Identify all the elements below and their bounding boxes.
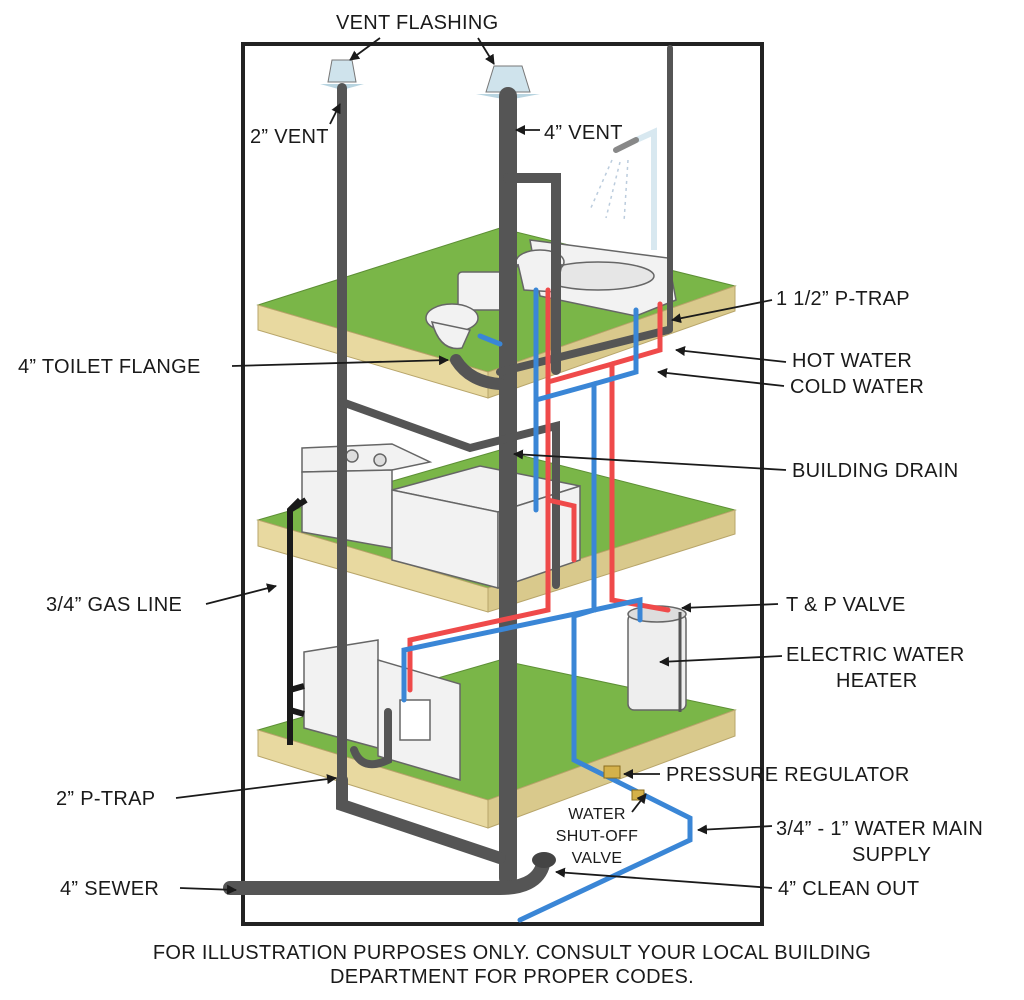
vent-flashing-label: VENT FLASHING [336, 12, 499, 34]
water-heater [627, 605, 687, 712]
bathtub-fixture [529, 239, 677, 317]
vent-2-label: 2” VENT [250, 126, 329, 148]
main-supply-label-line2: SUPPLY [852, 844, 932, 866]
hot-water-label: HOT WATER [792, 350, 913, 372]
gas-line-label: 3/4” GAS LINE [46, 594, 183, 616]
cold-water-label: COLD WATER [790, 376, 925, 398]
leader-arrows [175, 37, 787, 895]
shutoff-valve-label-line1: WATER [568, 806, 626, 823]
disclaimer-line1: FOR ILLUSTRATION PURPOSES ONLY. CONSULT … [152, 942, 872, 964]
pressure-regulator-label: PRESSURE REGULATOR [666, 764, 910, 786]
vent-4-label: 4” VENT [544, 122, 623, 144]
water-heater-label-line1: ELECTRIC WATER [786, 644, 965, 666]
tp-valve-label: T & P VALVE [786, 594, 906, 616]
shutoff-valve-label-line2: SHUT-OFF [555, 828, 639, 845]
toilet-flange-label: 4” TOILET FLANGE [18, 356, 201, 378]
water-heater-label-line2: HEATER [836, 670, 918, 692]
shutoff-valve-label-line3: VALVE [571, 850, 623, 867]
sewer-label: 4” SEWER [60, 878, 160, 900]
clean-out-cap [532, 852, 556, 868]
p-trap-1-5-label: 1 1/2” P-TRAP [776, 288, 910, 310]
shower-head [589, 127, 657, 250]
clean-out-label: 4” CLEAN OUT [778, 878, 920, 900]
main-supply-label-line1: 3/4” - 1” WATER MAIN [776, 818, 984, 840]
building-drain-label: BUILDING DRAIN [792, 460, 959, 482]
p-trap-2-label: 2” P-TRAP [56, 788, 156, 810]
disclaimer-line2: DEPARTMENT FOR PROPER CODES. [329, 966, 694, 988]
gas-line-pipe [287, 497, 308, 745]
